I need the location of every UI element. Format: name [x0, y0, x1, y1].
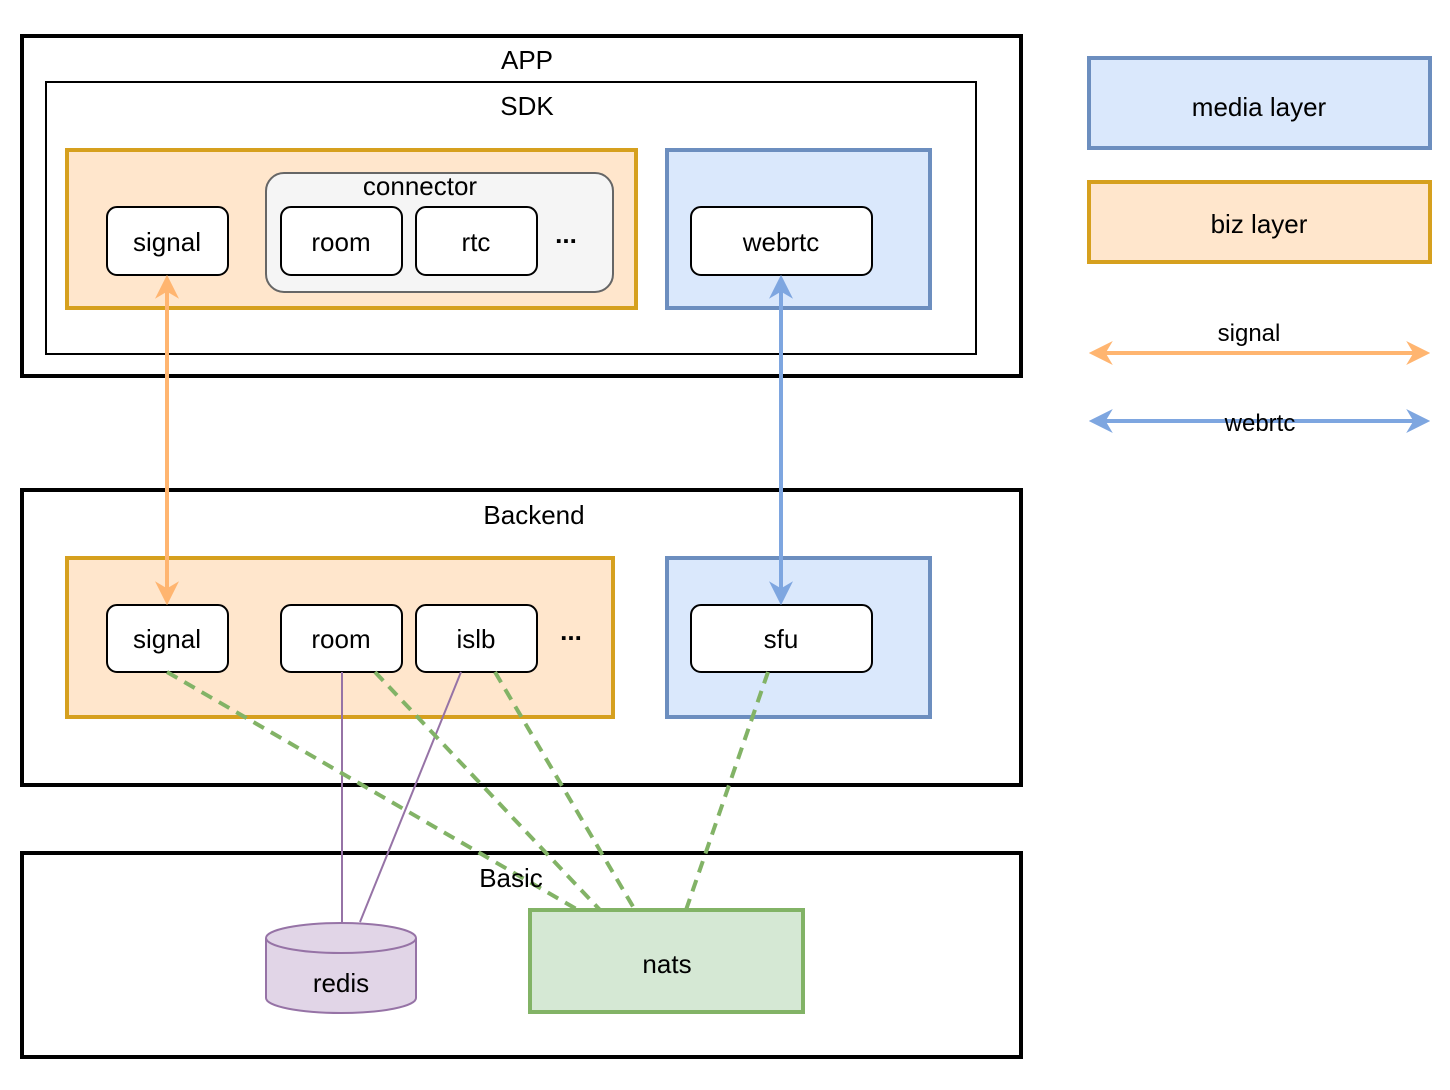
sdk-room-label: room: [311, 227, 370, 257]
sdk-title: SDK: [500, 91, 554, 121]
legend-media-layer-label: media layer: [1192, 92, 1327, 122]
sdk-webrtc-label: webrtc: [742, 227, 820, 257]
connector-title: connector: [363, 171, 478, 201]
redis-node: redis: [265, 922, 417, 1014]
backend-ellipsis: ...: [560, 616, 582, 646]
room-nats-link: [373, 670, 602, 912]
sdk-room-node: room: [280, 206, 403, 276]
legend-signal-label: signal: [1218, 320, 1281, 347]
backend-room-label: room: [311, 624, 370, 654]
sfu-nats-link: [684, 671, 770, 911]
backend-sfu-node: sfu: [690, 604, 873, 673]
legend-webrtc-label: webrtc: [1224, 410, 1296, 437]
legend-media-layer: media layer: [1087, 56, 1432, 150]
redis-label: redis: [313, 968, 369, 998]
backend-signal-node: signal: [106, 604, 229, 673]
backend-islb-label: islb: [456, 624, 495, 654]
backend-signal-label: signal: [133, 624, 201, 654]
backend-islb-node: islb: [415, 604, 538, 673]
backend-room-node: room: [280, 604, 403, 673]
backend-title: Backend: [483, 500, 584, 530]
sdk-signal-node: signal: [106, 206, 229, 276]
app-title: APP: [501, 45, 553, 75]
legend-biz-layer-label: biz layer: [1211, 209, 1308, 239]
legend-signal: signal: [1088, 320, 1431, 365]
islb-nats-link: [493, 670, 637, 912]
legend-webrtc: webrtc: [1088, 409, 1431, 437]
basic-title: Basic: [479, 863, 543, 893]
legend: media layer biz layer signal webrtc: [1087, 56, 1432, 437]
sdk-rtc-node: rtc: [415, 206, 538, 276]
backend-sfu-label: sfu: [764, 624, 799, 654]
nats-node: nats: [528, 908, 805, 1014]
sdk-webrtc-node: webrtc: [690, 206, 873, 276]
basic-container: [20, 851, 1023, 1059]
legend-biz-layer: biz layer: [1087, 180, 1432, 264]
sdk-rtc-label: rtc: [462, 227, 491, 257]
sdk-ellipsis: ...: [555, 219, 577, 249]
nats-label: nats: [642, 949, 691, 979]
sdk-signal-label: signal: [133, 227, 201, 257]
islb-redis-link: [359, 671, 462, 923]
